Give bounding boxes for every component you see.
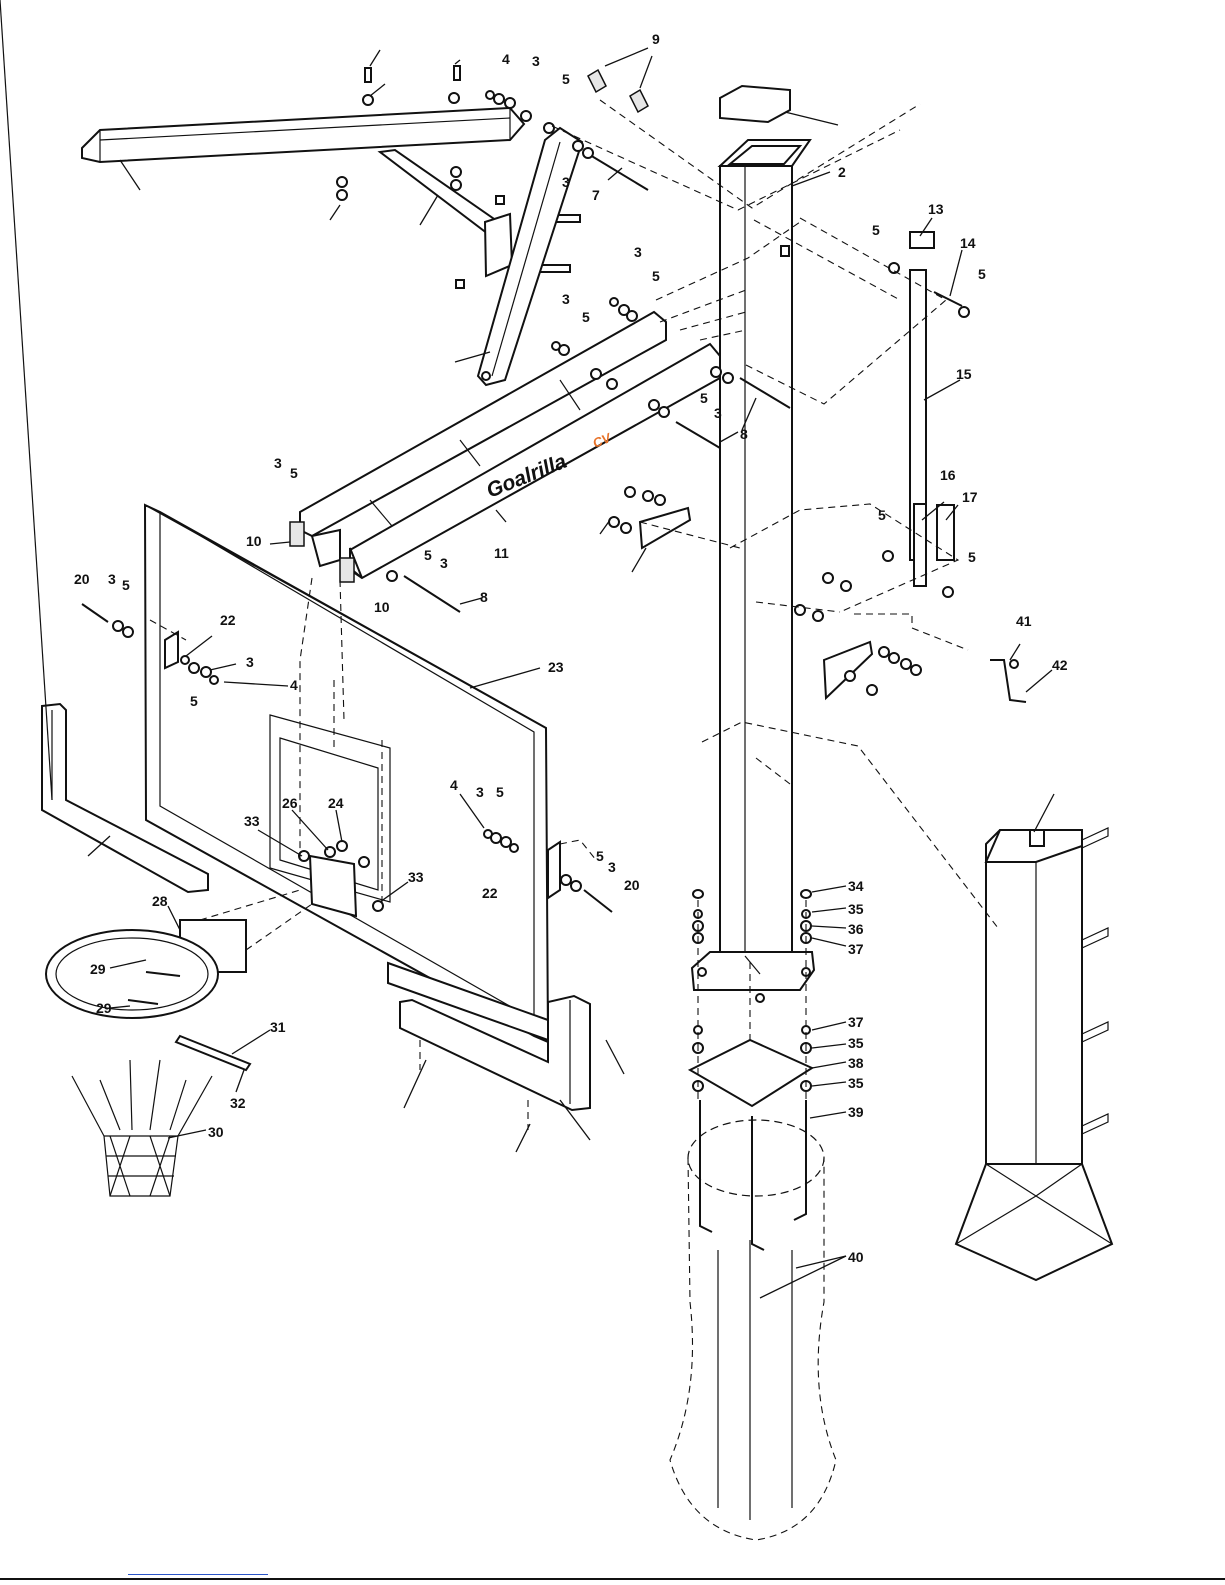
rim-spring	[176, 1030, 270, 1092]
label-4: 4	[450, 777, 458, 793]
bolt-8-lower	[387, 571, 482, 612]
label-36: 36	[848, 921, 864, 937]
label-3: 3	[532, 53, 540, 69]
bolt-7	[573, 141, 648, 190]
label-9: 9	[652, 31, 660, 47]
label-40: 40	[848, 1249, 864, 1265]
label-35: 35	[848, 1035, 864, 1051]
crank-handle	[990, 644, 1052, 702]
label-3: 3	[562, 291, 570, 307]
label-8: 8	[740, 426, 748, 442]
label-3: 3	[476, 784, 484, 800]
label-35: 35	[848, 1075, 864, 1091]
label-5: 5	[878, 507, 886, 523]
label-13: 13	[928, 201, 944, 217]
label-31: 31	[270, 1019, 286, 1035]
arm-strut	[380, 150, 512, 276]
label-37: 37	[848, 1014, 864, 1030]
label-4: 4	[502, 51, 510, 67]
label-5: 5	[978, 266, 986, 282]
label-32: 32	[230, 1095, 246, 1111]
basketball-rim	[46, 906, 246, 1018]
label-29: 29	[90, 961, 106, 977]
label-22: 22	[482, 885, 498, 901]
label-42: 42	[1052, 657, 1068, 673]
label-16: 16	[940, 467, 956, 483]
label-5: 5	[424, 547, 432, 563]
label-41: 41	[1016, 613, 1032, 629]
label-15: 15	[956, 366, 972, 382]
label-30: 30	[208, 1124, 224, 1140]
label-2: 2	[838, 164, 846, 180]
label-3: 3	[634, 244, 642, 260]
label-3: 3	[108, 571, 116, 587]
label-3: 3	[562, 174, 570, 190]
label-3: 3	[608, 859, 616, 875]
end-caps	[588, 48, 652, 112]
label-11: 11	[494, 545, 509, 561]
label-5: 5	[596, 848, 604, 864]
pole-cap	[720, 86, 838, 125]
pole-pad	[956, 794, 1112, 1280]
label-5: 5	[582, 309, 590, 325]
label-3: 3	[246, 654, 254, 670]
label-5: 5	[562, 71, 570, 87]
label-4: 4	[290, 677, 298, 693]
basketball-net	[72, 1060, 212, 1196]
label-10: 10	[374, 599, 390, 615]
label-8: 8	[480, 589, 488, 605]
label-28: 28	[152, 893, 168, 909]
label-33: 33	[408, 869, 424, 885]
label-5: 5	[652, 268, 660, 284]
label-10: 10	[246, 533, 262, 549]
anchor-template-plate	[690, 1022, 846, 1106]
label-24: 24	[328, 795, 344, 811]
label-5: 5	[968, 549, 976, 565]
pole-base-plate	[692, 952, 814, 1002]
label-20: 20	[624, 877, 640, 893]
label-33: 33	[244, 813, 260, 829]
label-38: 38	[848, 1055, 864, 1071]
label-3: 3	[440, 555, 448, 571]
label-17: 17	[962, 489, 978, 505]
label-5: 5	[290, 465, 298, 481]
main-pole	[720, 140, 830, 974]
label-5: 5	[872, 222, 880, 238]
footer-rule	[0, 1578, 1225, 1580]
label-29: 29	[96, 1000, 112, 1016]
label-3: 3	[274, 455, 282, 471]
label-14: 14	[960, 235, 976, 251]
label-26: 26	[282, 795, 298, 811]
label-3: 3	[714, 405, 722, 421]
footer-link-underline[interactable]	[128, 1574, 268, 1575]
label-5: 5	[190, 693, 198, 709]
label-35: 35	[848, 901, 864, 917]
label-20: 20	[74, 571, 90, 587]
label-34: 34	[848, 878, 864, 894]
label-37: 37	[848, 941, 864, 957]
label-5: 5	[496, 784, 504, 800]
label-5: 5	[700, 390, 708, 406]
label-22: 22	[220, 612, 236, 628]
label-5: 5	[122, 577, 130, 593]
label-39: 39	[848, 1104, 864, 1120]
label-7: 7	[592, 187, 600, 203]
label-23: 23	[548, 659, 564, 675]
